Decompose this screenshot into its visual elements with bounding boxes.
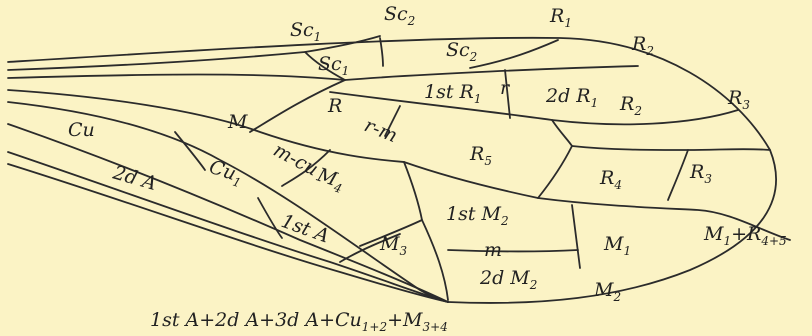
label-sc2-margin: Sc2 bbox=[384, 3, 415, 28]
vein-anal-3 bbox=[7, 163, 449, 303]
label-bottom-caption: 1st A+2d A+3d A+Cu1+2+M3+4 bbox=[150, 309, 448, 334]
vein-m-crossvein bbox=[447, 249, 579, 253]
label-r-crossvein: r bbox=[500, 77, 511, 99]
label-m1-r45: M1+R4+5 bbox=[703, 223, 787, 248]
vein-mcu-crossvein bbox=[281, 149, 331, 187]
label-sc2-cell: Sc2 bbox=[446, 39, 477, 64]
vein-rs bbox=[249, 79, 346, 133]
vein-first-a-cell bbox=[339, 233, 401, 263]
label-m2-margin: M2 bbox=[593, 279, 621, 304]
wing-outline bbox=[7, 36, 777, 304]
label-cu1-cell: Cu1 bbox=[206, 156, 246, 190]
label-rm-crossvein: r-m bbox=[361, 114, 400, 147]
vein-subcosta bbox=[7, 35, 381, 71]
label-first-r1: 1st R1 bbox=[424, 81, 481, 106]
label-r5-cell: R5 bbox=[469, 143, 492, 168]
vein-anal-1 bbox=[7, 123, 449, 303]
vein-anal-2 bbox=[7, 151, 449, 303]
label-mcu-crossvein: m-cu bbox=[270, 139, 322, 181]
label-r2-cell: R2 bbox=[619, 93, 642, 118]
wing-veins bbox=[7, 35, 791, 304]
label-sc1-margin: Sc1 bbox=[290, 19, 321, 44]
label-r2-margin: R2 bbox=[631, 33, 654, 58]
vein-r-crossvein bbox=[504, 69, 511, 119]
label-m-crossvein: m bbox=[484, 239, 502, 261]
vein-r1 bbox=[469, 39, 559, 69]
label-m-cell: M bbox=[227, 111, 248, 133]
vein-r2-lower bbox=[329, 91, 739, 126]
wing-labels: Sc1 Sc2 R1 R2 R3 Sc1 Sc2 1st R1 r 2d R1 … bbox=[68, 3, 787, 334]
vein-r3-branch bbox=[571, 145, 771, 151]
label-r1-margin: R1 bbox=[549, 5, 572, 30]
label-second-m2: 2d M2 bbox=[479, 267, 537, 292]
vein-cu-branch bbox=[174, 131, 206, 171]
label-r3-cell: R3 bbox=[689, 161, 712, 186]
vein-r2-branch bbox=[551, 119, 573, 147]
vein-m4-cell bbox=[421, 219, 449, 301]
vein-r45 bbox=[667, 149, 689, 201]
vein-sc2 bbox=[379, 37, 384, 67]
label-second-r1: 2d R1 bbox=[545, 85, 598, 110]
label-cu-cell: Cu bbox=[68, 119, 95, 141]
vein-r4 bbox=[537, 145, 573, 199]
vein-sc1 bbox=[304, 51, 346, 81]
vein-m3-m4 bbox=[403, 161, 423, 221]
vein-m-lower bbox=[403, 161, 791, 241]
vein-m1-m2-split bbox=[571, 204, 581, 269]
vein-m3-posterior bbox=[359, 219, 423, 247]
label-m3-cell: M3 bbox=[379, 233, 407, 258]
label-r-cell: R bbox=[327, 95, 342, 117]
vein-media bbox=[7, 89, 405, 163]
label-sc1-cell: Sc1 bbox=[318, 53, 349, 78]
label-m1-cell: M1 bbox=[603, 233, 631, 258]
vein-rm-crossvein bbox=[384, 105, 401, 137]
label-r3-margin: R3 bbox=[727, 87, 750, 112]
vein-cubitus bbox=[7, 101, 449, 303]
label-r4-cell: R4 bbox=[599, 167, 622, 192]
vein-cu1 bbox=[257, 197, 283, 239]
label-first-m2: 1st M2 bbox=[446, 203, 509, 228]
